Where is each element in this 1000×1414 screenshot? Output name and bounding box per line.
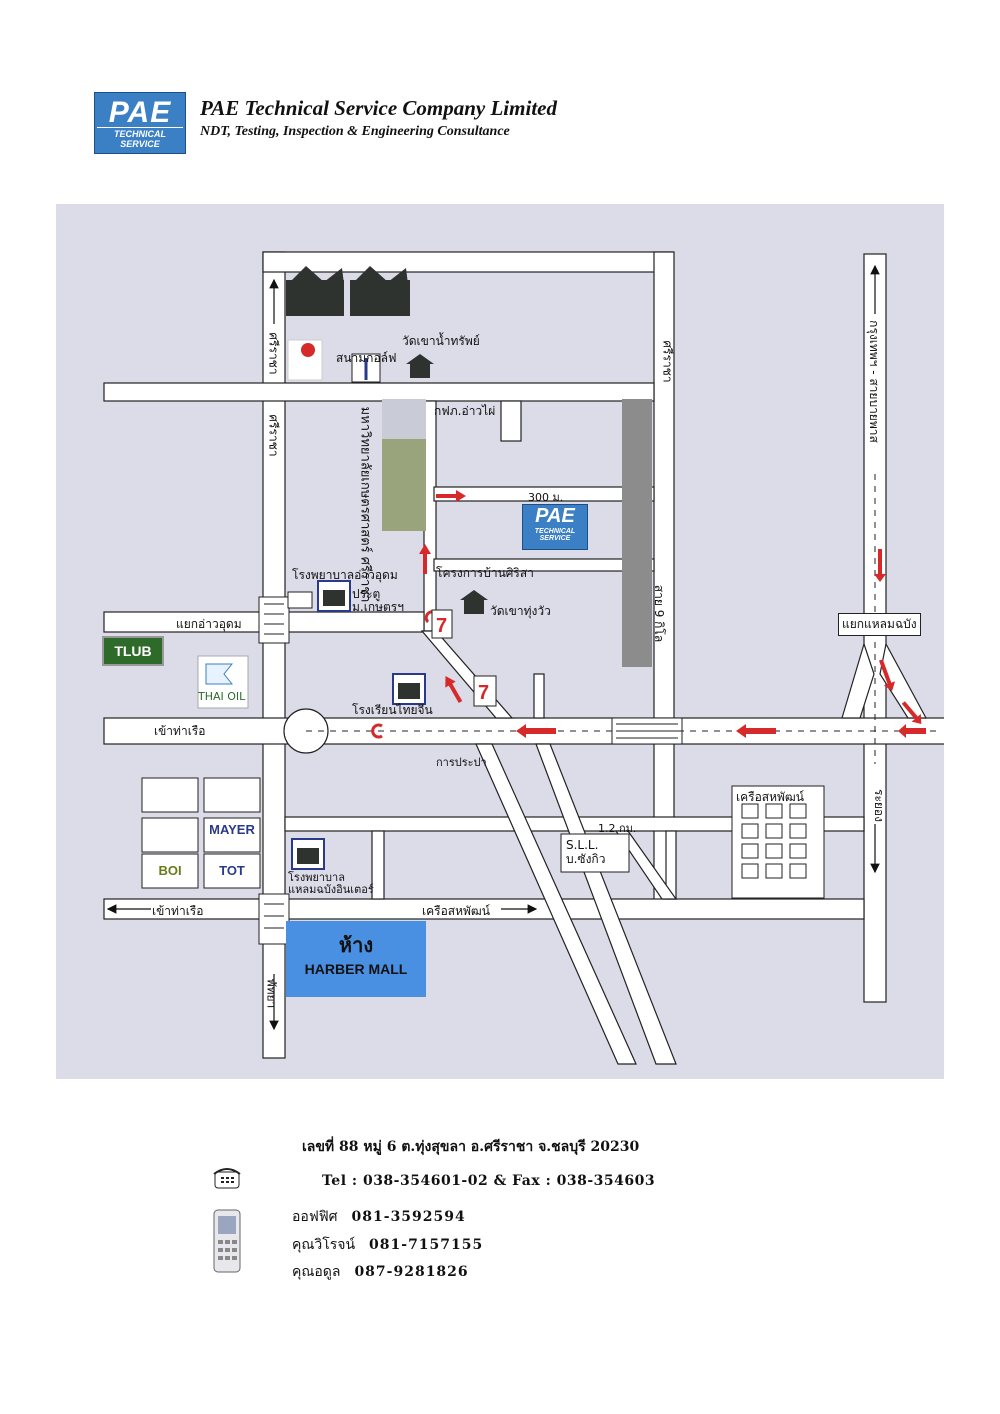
phone-row-office: ออฟฟิศ 081-3592594	[292, 1206, 466, 1228]
road-network: 7 7	[103, 251, 944, 1065]
company-name: PAE Technical Service Company Limited	[200, 96, 557, 120]
road-label-sriracha-left: ศรีราชา	[266, 332, 281, 375]
tel-fax: Tel : 038-354601-02 & Fax : 038-354603	[322, 1173, 656, 1189]
tlub-building: TLUB	[102, 636, 164, 666]
road-label-kasetsart: มหาวิทยาลัยเกษตรศาสตร์ ศรีราชา	[357, 406, 373, 603]
pae-office-text: PAE	[535, 505, 575, 527]
svg-text:7: 7	[478, 682, 489, 704]
address: เลขที่ 88 หมู่ 6 ต.ทุ่งสุขลา อ.ศรีราชา จ…	[302, 1139, 640, 1155]
phone-row-wiroj: คุณวิโรจน์ 081-7157155	[292, 1234, 483, 1256]
road-label-bangkok-bypass: กรุงเทพฯ - สายบายพาส	[866, 320, 881, 443]
mall-thai-label: ห้าง	[338, 933, 374, 957]
label-yaek-ao-udom: แยกอ่าวอุดม	[176, 617, 242, 631]
label-dist-1-2: 1.2 กม.	[598, 822, 637, 835]
label-waterworks: การประปา	[436, 756, 487, 769]
boi-building: BOI	[158, 862, 182, 878]
label-baan-sirisa: โครงการบ้านศิริสา	[436, 566, 534, 580]
harber-mall: ห้าง HARBER MALL	[286, 921, 426, 997]
tot-building: TOT	[219, 862, 245, 878]
label-golf: สนามกอล์ฟ	[336, 351, 397, 365]
thai-oil-label: THAI OIL	[198, 690, 246, 703]
mayer-building: MAYER	[209, 821, 255, 837]
label-hospital-laem-chabang: โรงพยาบาล แหลมฉบังอินเตอร์	[288, 871, 374, 896]
logo-text-main: PAE	[108, 96, 172, 129]
phone-number: 081-7157155	[369, 1237, 484, 1253]
label-dist-300: 300 ม.	[528, 491, 564, 504]
phone-label: คุณวิโรจน์	[292, 1237, 356, 1253]
telephone-icon	[212, 1166, 242, 1190]
label-egat: กฟภ.อ่าวไผ่	[434, 404, 496, 418]
label-wat-khao-nam-sap: วัดเขาน้ำทรัพย์	[402, 334, 480, 348]
pae-office-marker: PAE TECHNICAL SERVICE	[522, 504, 588, 550]
company-tagline: NDT, Testing, Inspection & Engineering C…	[200, 124, 510, 139]
mall-english-label: HARBER MALL	[304, 961, 408, 977]
label-to-port-2: เข้าท่าเรือ	[152, 904, 204, 918]
label-school-thai-chinese: โรงเรียนไทยจีน	[352, 703, 433, 717]
road-label-9km: สาย 9 กิโล	[652, 584, 667, 643]
company-logo: PAE TECHNICAL SERVICE	[94, 92, 186, 154]
label-hospital-ao-udom: โรงพยาบาลอ่าวอุดม	[292, 568, 398, 582]
road-label-sriracha-inner: ศรีราชา	[266, 414, 281, 457]
label-sll: S.L.L. บ.ซังกิว	[566, 838, 606, 866]
label-yaek-laem-chabang: แยกแหลมฉบัง	[838, 613, 921, 636]
phone-label: คุณอดูล	[292, 1264, 341, 1280]
location-map: 7 7 TLUB THAI OIL MAYER BOI T	[56, 204, 944, 1079]
label-gate-kasetsart: ประตู ม.เกษตรฯ	[352, 587, 404, 614]
phone-number: 081-3592594	[351, 1209, 466, 1225]
road-label-pattaya: พัทยา	[264, 978, 279, 1009]
phone-label: ออฟฟิศ	[292, 1209, 338, 1225]
phone-number: 087-9281826	[354, 1264, 469, 1280]
logo-text-sub: TECHNICAL SERVICE	[97, 127, 183, 149]
label-sahapat-zone: เครือสหพัฒน์	[736, 790, 804, 804]
svg-text:7: 7	[436, 615, 447, 637]
mobile-phone-icon	[212, 1208, 242, 1276]
pae-office-subtext: TECHNICAL SERVICE	[534, 528, 576, 542]
road-label-sriracha-top: ศรีราชา	[660, 340, 675, 383]
label-wat-khao-thung-wua: วัดเขาทุ่งวัว	[490, 604, 551, 618]
label-to-port-1: เข้าท่าเรือ	[154, 724, 206, 738]
phone-row-adul: คุณอดูล 087-9281826	[292, 1261, 469, 1283]
road-label-rayong: ระยอง	[872, 789, 886, 822]
label-sahapat-road: เครือสหพัฒน์	[422, 904, 490, 918]
